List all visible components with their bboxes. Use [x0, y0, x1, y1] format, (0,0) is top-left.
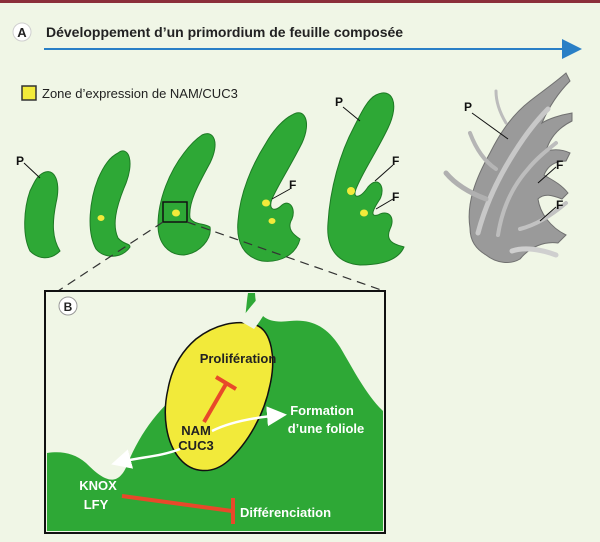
label-lfy: LFY — [84, 497, 109, 512]
label-f-photo-1: F — [556, 158, 563, 172]
sinus-notch — [240, 293, 276, 329]
label-differenciation: Différenciation — [240, 505, 331, 520]
sem-photo: P F F — [443, 72, 573, 263]
expression-dot — [97, 215, 105, 221]
legend-swatch — [21, 85, 37, 101]
expression-dot — [268, 218, 276, 224]
panel-a-header: A Développement d’un primordium de feuil… — [12, 22, 582, 59]
label-p-stage5: P — [335, 95, 343, 109]
leaf-stage-4: F — [237, 112, 307, 262]
leaf-stage-1: P — [16, 154, 61, 259]
expression-dot — [347, 187, 355, 195]
label-p-stage1: P — [16, 154, 24, 168]
label-foliole: d’une foliole — [288, 421, 365, 436]
leaf-stage-3 — [157, 133, 216, 256]
arrow-to-knox — [111, 447, 181, 469]
inhibition-nam-proliferation — [202, 382, 228, 424]
label-cuc3: CUC3 — [178, 438, 213, 453]
figure-svg: A Développement d’un primordium de feuil… — [12, 22, 582, 534]
expression-dot — [262, 199, 270, 207]
panel-b-badge — [58, 296, 78, 316]
label-formation: Formation — [290, 403, 354, 418]
panel-a-letter: A — [17, 25, 27, 40]
label-f-photo-2: F — [556, 198, 563, 212]
label-f-stage4: F — [289, 178, 296, 192]
arrow-to-foliole — [211, 406, 287, 433]
leaf-stage-2 — [89, 150, 131, 257]
label-f-stage5-top: F — [392, 154, 399, 168]
label-p-photo: P — [464, 100, 472, 114]
zoom-line-left — [57, 221, 164, 292]
label-proliferation: Prolifération — [200, 351, 277, 366]
inhibition-knox-differenciation — [121, 494, 233, 513]
expression-dot — [360, 209, 368, 217]
panel-a-badge — [12, 22, 32, 42]
expression-dot — [172, 209, 180, 217]
label-nam: NAM — [181, 423, 211, 438]
legend-label: Zone d’expression de NAM/CUC3 — [42, 86, 238, 101]
panel-a-title: Développement d’un primordium de feuille… — [46, 24, 403, 40]
zoom-box — [162, 201, 188, 223]
panel-b: B Prolifération NAM CUC3 Formation d’une… — [44, 290, 386, 534]
legend: Zone d’expression de NAM/CUC3 — [21, 85, 238, 101]
zoom-line-right — [186, 221, 385, 292]
label-f-stage5-bottom: F — [392, 190, 399, 204]
leaf-stage-5: P F F — [327, 92, 405, 266]
label-knox: KNOX — [79, 478, 117, 493]
panel-b-letter: B — [64, 300, 73, 314]
inhibition-bar-proliferation — [214, 375, 238, 391]
